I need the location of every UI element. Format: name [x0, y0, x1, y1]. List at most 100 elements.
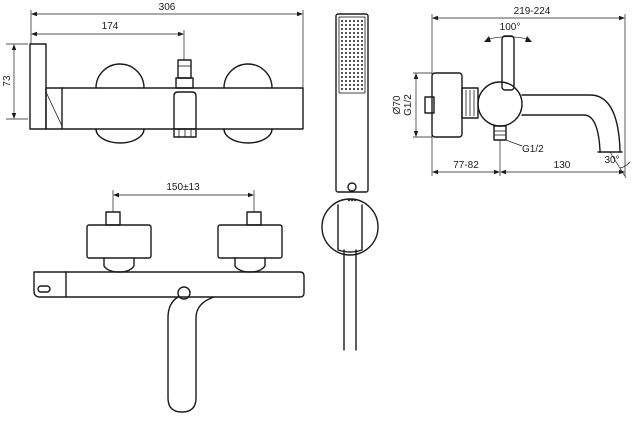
nozzle-dot: [349, 88, 351, 90]
nozzle-dot: [357, 88, 359, 90]
nozzle-dot: [361, 36, 363, 38]
dimension-wall-offset: 77-82: [453, 160, 479, 171]
nozzle-dot: [349, 40, 351, 42]
nozzle-dot: [349, 72, 351, 74]
dimension-outlet-thread: G1/2: [522, 144, 544, 155]
nozzle-dot: [349, 56, 351, 58]
nozzle-dot: [345, 32, 347, 34]
nozzle-dot: [361, 88, 363, 90]
nozzle-dot: [341, 32, 343, 34]
nozzle-dot: [357, 56, 359, 58]
nozzle-dot: [361, 28, 363, 30]
nozzle-dot: [361, 68, 363, 70]
dimension-rosette-diameter: Ø70: [392, 95, 403, 114]
nozzle-dot: [349, 48, 351, 50]
nozzle-dot: [345, 68, 347, 70]
nozzle-dot: [341, 60, 343, 62]
nozzle-dot: [357, 20, 359, 22]
nozzle-dot: [345, 72, 347, 74]
nozzle-dot: [349, 36, 351, 38]
nozzle-dot: [345, 84, 347, 86]
top-view: 150±13: [33, 182, 305, 413]
dimension-spout-projection: 130: [554, 160, 571, 171]
nozzle-dot: [345, 88, 347, 90]
nozzle-dot: [353, 48, 355, 50]
nozzle-dot: [353, 24, 355, 26]
nozzle-dot: [345, 40, 347, 42]
nozzle-grid: [341, 20, 363, 90]
nozzle-dot: [349, 84, 351, 86]
nozzle-dot: [357, 36, 359, 38]
nozzle-dot: [341, 76, 343, 78]
nozzle-dot: [345, 20, 347, 22]
nozzle-dot: [357, 76, 359, 78]
nozzle-dot: [357, 52, 359, 54]
nozzle-dot: [361, 52, 363, 54]
nozzle-dot: [357, 28, 359, 30]
nozzle-dot: [349, 52, 351, 54]
nozzle-dot: [357, 44, 359, 46]
nozzle-dot: [349, 76, 351, 78]
hand-shower-view: ◆◆◆: [321, 13, 379, 351]
nozzle-dot: [353, 60, 355, 62]
nozzle-dot: [357, 84, 359, 86]
dimension-handle-spacing: 150±13: [166, 182, 200, 193]
nozzle-dot: [345, 36, 347, 38]
nozzle-dot: [353, 56, 355, 58]
nozzle-dot: [353, 44, 355, 46]
nozzle-dot: [353, 36, 355, 38]
nozzle-dot: [349, 60, 351, 62]
front-view: 306 174 73: [2, 2, 304, 144]
nozzle-dot: [353, 84, 355, 86]
nozzle-dot: [341, 84, 343, 86]
nozzle-dot: [349, 24, 351, 26]
nozzle-dot: [341, 88, 343, 90]
dimension-overall-width: 306: [159, 2, 176, 13]
nozzle-dot: [361, 40, 363, 42]
nozzle-dot: [361, 80, 363, 82]
nozzle-dot: [357, 40, 359, 42]
dimension-rotation-angle: 100°: [500, 22, 521, 33]
nozzle-dot: [353, 80, 355, 82]
nozzle-dot: [353, 76, 355, 78]
nozzle-dot: [345, 56, 347, 58]
nozzle-dot: [349, 44, 351, 46]
nozzle-dot: [349, 80, 351, 82]
nozzle-dot: [345, 28, 347, 30]
nozzle-dot: [361, 44, 363, 46]
nozzle-dot: [353, 28, 355, 30]
nozzle-dot: [353, 64, 355, 66]
nozzle-dot: [349, 20, 351, 22]
nozzle-dot: [345, 80, 347, 82]
nozzle-dot: [349, 32, 351, 34]
nozzle-dot: [341, 48, 343, 50]
nozzle-dot: [353, 32, 355, 34]
dimension-height: 73: [2, 75, 13, 87]
nozzle-dot: [361, 60, 363, 62]
nozzle-dot: [353, 40, 355, 42]
side-view: 219-224 100° Ø70 G1/2 G1/2: [392, 6, 631, 179]
nozzle-dot: [353, 68, 355, 70]
nozzle-dot: [361, 76, 363, 78]
nozzle-dot: [361, 20, 363, 22]
nozzle-dot: [341, 56, 343, 58]
nozzle-dot: [341, 68, 343, 70]
nozzle-dot: [341, 44, 343, 46]
nozzle-dot: [345, 60, 347, 62]
dimension-spout-angle: 30°: [604, 155, 619, 166]
nozzle-dot: [341, 72, 343, 74]
nozzle-dot: [357, 72, 359, 74]
nozzle-dot: [349, 64, 351, 66]
dimension-spout-offset: 174: [102, 21, 119, 32]
nozzle-dot: [345, 64, 347, 66]
nozzle-dot: [345, 44, 347, 46]
nozzle-dot: [361, 24, 363, 26]
nozzle-dot: [361, 56, 363, 58]
nozzle-dot: [341, 64, 343, 66]
nozzle-dot: [349, 68, 351, 70]
nozzle-dot: [341, 28, 343, 30]
nozzle-dot: [361, 72, 363, 74]
nozzle-dot: [345, 52, 347, 54]
nozzle-dot: [357, 60, 359, 62]
